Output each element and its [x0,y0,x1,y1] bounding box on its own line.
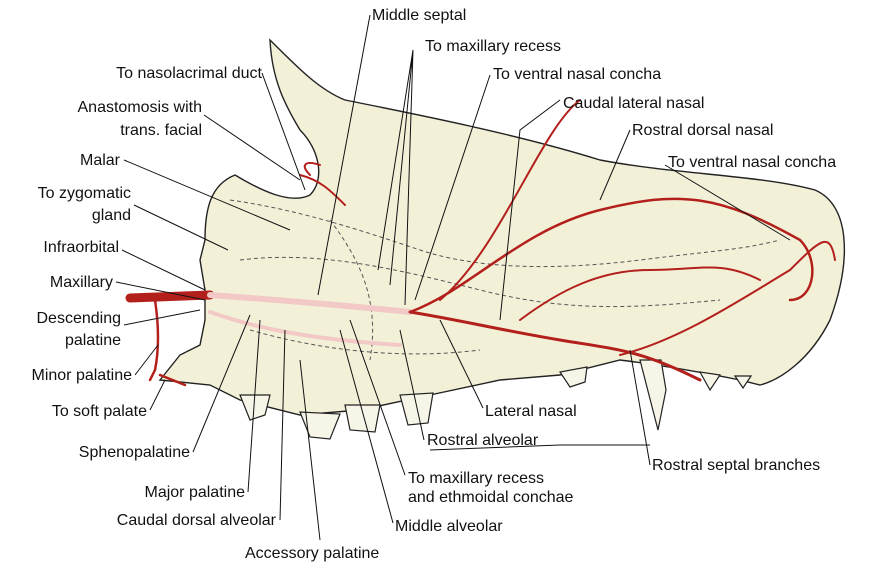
label-to-ventral-nasal-concha-2: To ventral nasal concha [668,154,836,171]
label-accessory-palatine: Accessory palatine [245,545,379,562]
label-middle-septal: Middle septal [372,7,466,24]
label-lateral-nasal: Lateral nasal [485,403,577,420]
label-caudal-dorsal-alveolar: Caudal dorsal alveolar [117,512,277,529]
label-to-max-recess-eth-2: and ethmoidal conchae [408,489,574,506]
label-to-soft-palate: To soft palate [52,403,147,420]
label-sphenopalatine: Sphenopalatine [79,444,190,461]
label-caudal-lateral-nasal: Caudal lateral nasal [563,95,704,112]
label-rostral-septal-branches: Rostral septal branches [652,457,820,474]
label-anastomosis-1: Anastomosis with [78,99,203,116]
label-infraorbital: Infraorbital [43,239,119,256]
label-descending-1: Descending [37,310,122,327]
label-to-nasolacrimal-duct: To nasolacrimal duct [116,65,262,82]
label-malar: Malar [80,152,121,169]
leader-lines [115,14,791,541]
label-to-maxillary-recess: To maxillary recess [425,38,561,55]
label-middle-alveolar: Middle alveolar [395,518,503,535]
label-rostral-dorsal-nasal: Rostral dorsal nasal [632,122,773,139]
label-to-zygomatic-2: gland [92,207,131,224]
artery-network [125,99,836,387]
skull-illustration [158,38,845,440]
label-minor-palatine: Minor palatine [32,367,133,384]
label-major-palatine: Major palatine [145,484,246,501]
label-to-zygomatic-1: To zygomatic [38,185,131,202]
labels: Middle septal To maxillary recess To nas… [32,7,837,562]
label-to-ventral-nasal-concha-1: To ventral nasal concha [493,66,661,83]
label-anastomosis-2: trans. facial [120,122,202,139]
label-to-max-recess-eth-1: To maxillary recess [408,470,544,487]
label-descending-2: palatine [65,332,121,349]
label-maxillary: Maxillary [50,274,113,291]
label-rostral-alveolar: Rostral alveolar [427,432,539,449]
